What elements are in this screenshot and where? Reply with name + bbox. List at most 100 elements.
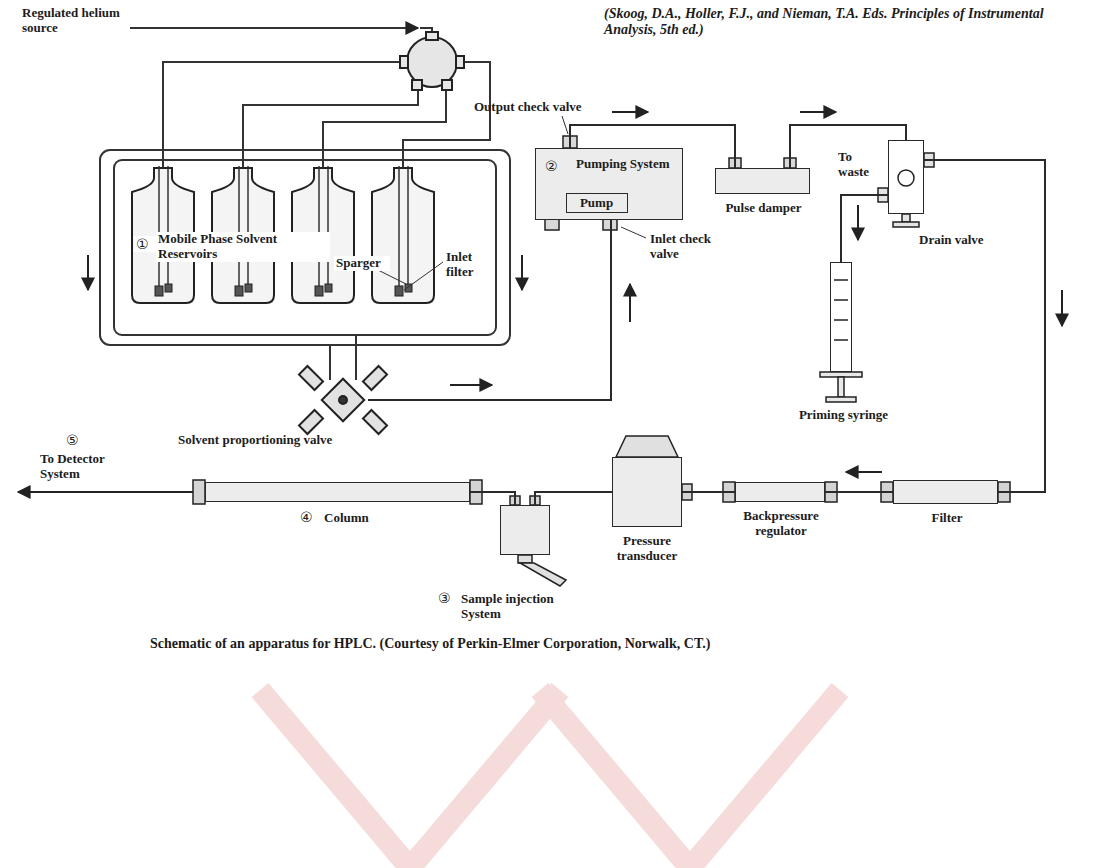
node-label: Column	[324, 511, 404, 526]
node-label: Drain valve	[919, 233, 1009, 248]
sample-injection-valve: Sample injection System	[500, 505, 550, 555]
pressure-transducer: Pressure transducer	[612, 457, 682, 527]
transducer-cone	[616, 436, 678, 457]
flow-arrows	[612, 111, 648, 113]
sparger-and-inlet-filter	[155, 286, 163, 296]
priming-syringe: Priming syringe	[830, 262, 852, 372]
helium-valve	[412, 80, 422, 90]
helium-lines	[243, 86, 418, 168]
syringe-detail	[838, 377, 844, 397]
pulse-damper-fittings	[729, 158, 796, 168]
solvent-line-frames	[100, 150, 510, 380]
bottle-tubes	[167, 166, 169, 284]
part-label: To waste	[838, 150, 882, 180]
helium-lines	[163, 62, 406, 168]
leader-lines	[621, 227, 646, 238]
filter: Filter	[893, 480, 998, 504]
leader-lines	[562, 116, 568, 134]
backpressure-regulator: Backpressure regulator	[735, 482, 825, 502]
tube-fittings	[193, 480, 205, 504]
syringe-detail	[834, 319, 848, 321]
node-label: Solvent proportioning valve	[178, 433, 378, 448]
flow-arrows	[450, 384, 492, 386]
bottle-tubes	[318, 166, 320, 286]
helium-valve	[426, 32, 438, 40]
tubing-connector	[825, 491, 893, 493]
watermark	[540, 690, 840, 868]
proportioning-valve	[299, 366, 323, 390]
callout-number: ③	[438, 590, 458, 606]
node-label: Pressure transducer	[597, 534, 697, 564]
flow-arrows	[521, 255, 523, 290]
part-label: Sparger	[334, 256, 390, 271]
drain-valve: Drain valve	[888, 140, 924, 214]
injector-handle	[520, 563, 566, 586]
pulse-damper: Pulse damper	[715, 168, 810, 194]
drain-valve-detail	[898, 170, 914, 186]
solvent-line-frames	[114, 160, 496, 335]
drain-valve-detail	[902, 214, 910, 222]
helium-lines	[323, 86, 446, 168]
figure-caption: Schematic of an apparatus for HPLC. (Cou…	[150, 636, 970, 652]
part-label: To Detector System	[40, 452, 140, 482]
helium-lines	[130, 27, 418, 29]
helium-valve	[400, 32, 464, 90]
flow-arrows	[629, 284, 631, 322]
flow-arrows	[18, 491, 193, 493]
proportioning-valve	[339, 396, 347, 404]
syringe-detail	[834, 279, 848, 281]
flow-arrows	[800, 111, 836, 113]
tubing-connector	[535, 492, 612, 505]
proportioning-valve	[322, 379, 364, 421]
part-label: Mobile Phase Solvent Reservoirs	[156, 232, 330, 262]
column: Column	[205, 482, 470, 502]
solvent-line-frames	[100, 150, 510, 345]
part-label: Inlet filter	[444, 250, 492, 280]
sparger-and-inlet-filter	[165, 284, 172, 292]
tube-fittings	[193, 480, 1010, 505]
injector-handle	[518, 555, 532, 563]
helium-valve	[456, 56, 464, 68]
sparger-and-inlet-filter	[235, 286, 243, 296]
bottle-tubes	[407, 166, 409, 284]
watermark	[260, 690, 560, 868]
node-label: Backpressure regulator	[728, 509, 834, 539]
node-label: Pulse damper	[711, 201, 816, 216]
drain-valve-detail	[878, 153, 934, 227]
syringe-detail	[820, 250, 862, 402]
tubing-connector	[682, 491, 735, 493]
drain-valve-detail	[893, 222, 919, 227]
leader-lines	[370, 116, 646, 290]
helium-lines	[130, 28, 490, 168]
solvent-bottles	[132, 168, 434, 303]
tubing-connector	[368, 213, 611, 400]
callout-number: ⑤	[66, 432, 86, 448]
transducer-cone	[616, 436, 678, 457]
bottle-tubes	[238, 166, 240, 286]
injector-handle	[518, 555, 566, 586]
syringe-detail	[834, 339, 848, 341]
proportioning-valve	[363, 366, 387, 390]
bottle-tubes	[159, 166, 408, 286]
tubing-connector	[470, 492, 515, 505]
bottle-tubes	[158, 166, 160, 286]
flow-arrows	[857, 205, 859, 240]
pump-box: Pump	[566, 193, 628, 213]
syringe-detail	[834, 299, 848, 301]
callout-number: ②	[545, 158, 565, 174]
helium-source-label: Regulated helium source	[22, 6, 127, 36]
callout-number: ④	[300, 509, 320, 525]
node-label: Priming syringe	[786, 408, 901, 423]
flow-arrows	[87, 255, 89, 290]
leader-lines	[404, 262, 443, 290]
watermark	[260, 690, 840, 868]
flow-arrows	[1061, 290, 1063, 326]
citation: (Skoog, D.A., Holler, F.J., and Nieman, …	[604, 6, 1086, 38]
helium-valve	[442, 80, 452, 90]
node-label: Sample injection System	[461, 592, 581, 622]
sparger-and-inlet-filter	[325, 284, 332, 292]
proportioning-valve	[363, 410, 387, 434]
